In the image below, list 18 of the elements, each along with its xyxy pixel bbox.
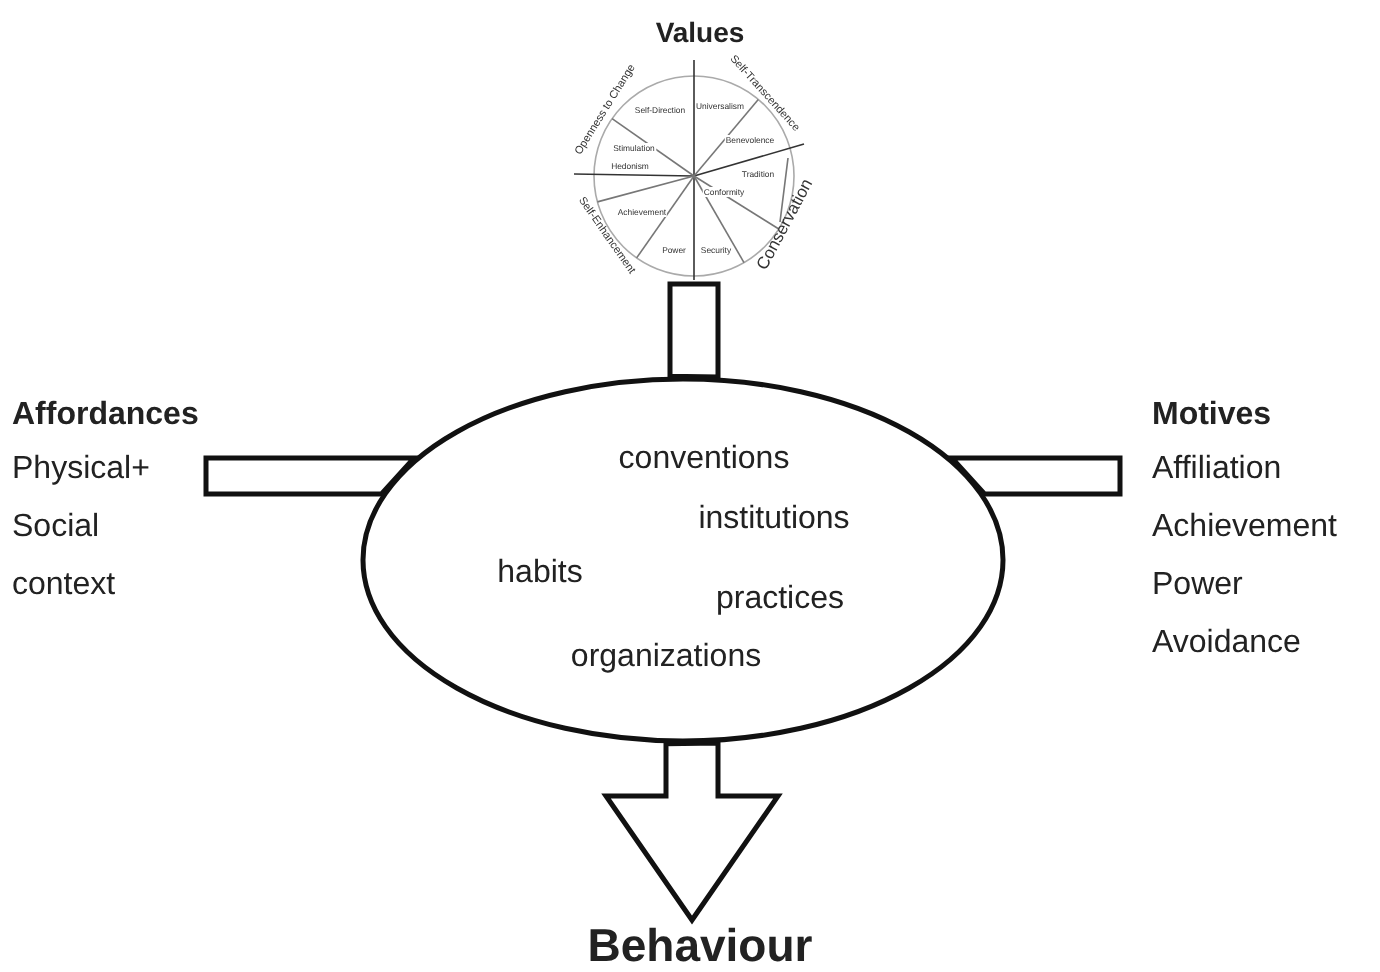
oval-item: organizations xyxy=(570,640,762,676)
title: Behaviour xyxy=(587,919,813,972)
connector-bar xyxy=(946,455,1123,497)
list-item: Affiliation xyxy=(1152,450,1282,490)
oval-item: practices xyxy=(715,582,845,618)
heading: Affordances xyxy=(12,396,199,436)
connector-bar xyxy=(667,281,721,380)
list-item: Achievement xyxy=(1152,508,1337,548)
list-item: Avoidance xyxy=(1152,624,1301,664)
list-item: Physical+ Social context xyxy=(12,450,152,606)
list-item: Power xyxy=(1152,566,1243,606)
connector-bar xyxy=(203,455,420,497)
title: Values xyxy=(655,16,745,48)
heading: Motives xyxy=(1152,396,1272,436)
oval-item: conventions xyxy=(618,442,790,478)
oval-item: institutions xyxy=(698,502,850,538)
block-arrow xyxy=(601,740,783,925)
oval-item: habits xyxy=(497,556,583,592)
